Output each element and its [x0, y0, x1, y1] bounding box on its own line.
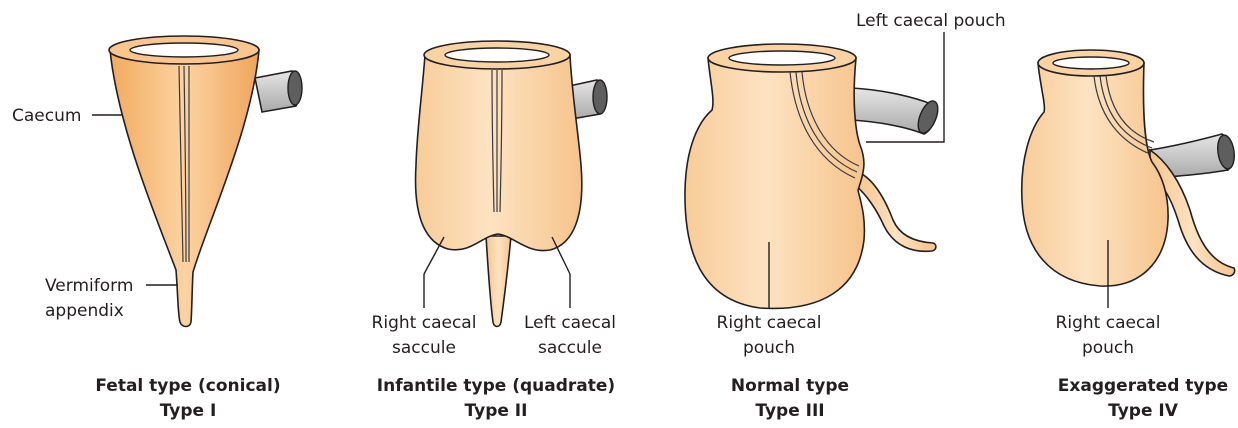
caecal-opening — [424, 41, 570, 69]
caption-infantile-line1: Infantile type (quadrate) — [377, 376, 615, 396]
label-left-saccule-line1: Left caecal — [524, 313, 616, 333]
ileum — [852, 88, 942, 136]
caption-normal-line1: Normal type — [731, 376, 849, 396]
label-right-saccule-line2: saccule — [392, 338, 456, 358]
infantile-appendix — [486, 236, 511, 327]
label-right-pouch-line1: Right caecal — [717, 313, 822, 333]
label-left-pouch: Left caecal pouch — [856, 11, 1006, 31]
leader-right-saccule — [424, 237, 444, 274]
label-right-pouch-line2: pouch — [1082, 338, 1134, 358]
normal-appendix — [856, 172, 936, 251]
caption-fetal-line2: Type I — [160, 401, 217, 421]
exaggerated-caecum — [1022, 63, 1168, 286]
caption-normal-line2: Type III — [755, 401, 824, 421]
caecal-opening — [1038, 50, 1144, 76]
infantile-caecum — [416, 55, 582, 251]
caption-fetal-line1: Fetal type (conical) — [95, 376, 280, 396]
caption-exaggerated-line1: Exaggerated type — [1058, 376, 1228, 396]
panel-infantile: Right caecal saccule Left caecal saccule… — [372, 41, 617, 421]
caecal-opening — [708, 44, 856, 72]
label-appendix-line2: appendix — [45, 301, 124, 321]
normal-caecum — [685, 58, 864, 308]
label-right-pouch-line2: pouch — [743, 338, 795, 358]
caecal-opening — [109, 36, 259, 64]
label-right-saccule-line1: Right caecal — [372, 313, 477, 333]
label-appendix-line1: Vermiform — [45, 276, 133, 296]
caption-exaggerated-line2: Type IV — [1108, 401, 1179, 421]
label-left-saccule-line2: saccule — [538, 338, 602, 358]
label-right-pouch-line1: Right caecal — [1056, 313, 1161, 333]
panel-exaggerated: Right caecal pouch Exaggerated type Type… — [1022, 50, 1237, 421]
ileum — [255, 71, 302, 112]
caption-infantile-line2: Type II — [465, 401, 528, 421]
label-caecum: Caecum — [12, 106, 81, 126]
panel-normal: Left caecal pouch Right caecal pouch Nor… — [685, 11, 1006, 421]
panel-fetal: Caecum Vermiform appendix Fetal type (co… — [12, 36, 302, 421]
